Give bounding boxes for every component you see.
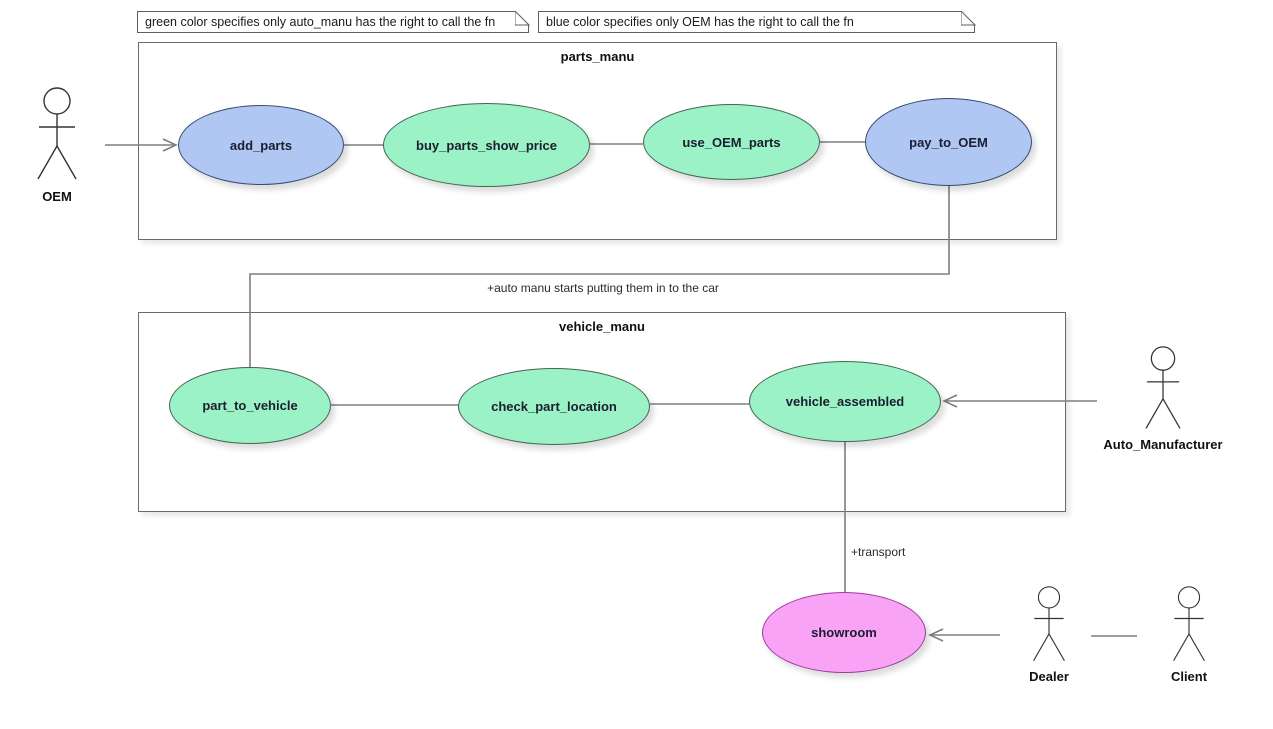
- actor-dealer[interactable]: [1017, 586, 1081, 664]
- edge-label-transport: +transport: [851, 545, 906, 559]
- arrowhead-showroom: [928, 628, 944, 642]
- actor-auto-manufacturer[interactable]: [1131, 346, 1195, 432]
- actor-label-oem: OEM: [42, 189, 72, 204]
- note-green-color[interactable]: green color specifies only auto_manu has…: [137, 11, 529, 33]
- usecase-use-oem-parts[interactable]: use_OEM_parts: [643, 104, 820, 180]
- note-fold-icon: [961, 11, 976, 26]
- usecase-label-vehicle-assembled: vehicle_assembled: [785, 394, 905, 409]
- stick-figure-icon: [1033, 586, 1065, 662]
- usecase-label-use-oem-parts: use_OEM_parts: [682, 134, 781, 150]
- system-title-parts-manu: parts_manu: [560, 49, 635, 64]
- usecase-label-part-to-vehicle: part_to_vehicle: [202, 398, 298, 413]
- usecase-pay-to-oem[interactable]: pay_to_OEM: [865, 98, 1032, 186]
- actor-oem[interactable]: [25, 85, 89, 185]
- usecase-check-part-location[interactable]: check_part_location: [458, 368, 650, 445]
- usecase-label-add-parts: add_parts: [229, 137, 293, 153]
- usecase-buy-parts-show-price[interactable]: buy_parts_show_price: [383, 103, 590, 187]
- usecase-label-check-part-location: check_part_location: [491, 399, 617, 414]
- actor-client[interactable]: [1157, 586, 1221, 664]
- usecase-add-parts[interactable]: add_parts: [178, 105, 344, 185]
- stick-figure-icon: [1173, 586, 1205, 662]
- actor-label-auto-manufacturer: Auto_Manufacturer: [1103, 437, 1223, 452]
- stick-figure-icon: [37, 87, 77, 180]
- usecase-label-showroom: showroom: [811, 625, 877, 640]
- note-fold-icon: [515, 11, 530, 26]
- usecase-vehicle-assembled[interactable]: vehicle_assembled: [749, 361, 941, 442]
- actor-label-client: Client: [1170, 669, 1208, 684]
- usecase-part-to-vehicle[interactable]: part_to_vehicle: [169, 367, 331, 444]
- stick-figure-icon: [1145, 346, 1181, 429]
- actor-label-dealer: Dealer: [1029, 669, 1069, 684]
- note-blue-color[interactable]: blue color specifies only OEM has the ri…: [538, 11, 975, 33]
- usecase-label-buy-parts-show-price: buy_parts_show_price: [416, 137, 557, 153]
- note-green-color-text: green color specifies only auto_manu has…: [145, 15, 496, 29]
- system-title-vehicle-manu: vehicle_manu: [559, 319, 645, 334]
- note-blue-color-text: blue color specifies only OEM has the ri…: [546, 15, 854, 29]
- usecase-showroom[interactable]: showroom: [762, 592, 926, 673]
- edge-label-assembly: +auto manu starts putting them in to the…: [487, 281, 719, 295]
- usecase-label-pay-to-oem: pay_to_OEM: [909, 134, 988, 150]
